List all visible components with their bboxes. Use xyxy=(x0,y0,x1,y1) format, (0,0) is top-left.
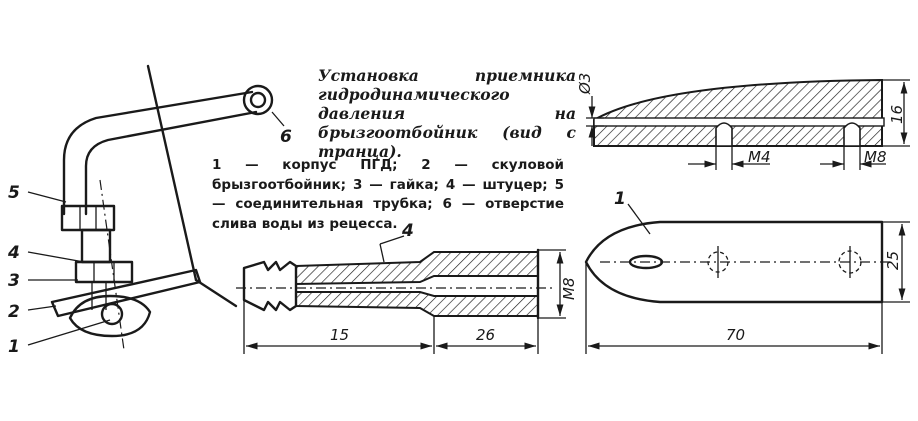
body-length-dim: 70 xyxy=(726,326,745,344)
body-plan-slot xyxy=(628,254,664,270)
hole-diameter-dim: Ø3 xyxy=(576,73,594,95)
body-section: Ø3 16 M4 M8 xyxy=(576,73,910,170)
thread-m4-dim: M4 xyxy=(748,148,771,166)
fitting-thread-dim: M8 xyxy=(560,278,578,301)
callout-2: 2 xyxy=(8,302,20,322)
fitting-section: M8 15 26 4 xyxy=(236,221,578,354)
fitting-len-right-dim: 26 xyxy=(476,326,495,344)
pgd-body xyxy=(68,294,152,338)
body-channel xyxy=(593,117,885,127)
figure-legend: 1 — корпус ПГД; 2 — скуловой брызгоотбой… xyxy=(212,157,564,232)
figure-title: Установка приемника гидродинамического д… xyxy=(318,66,576,161)
body-width-dim: 25 xyxy=(884,251,902,270)
fitting-stem xyxy=(80,228,112,264)
callout-1: 1 xyxy=(8,337,20,357)
axis-line xyxy=(99,179,125,351)
callout-3: 3 xyxy=(8,271,20,291)
body-section-shape xyxy=(593,78,883,147)
fitting-wall-bottom xyxy=(295,291,539,317)
callout-4: 4 xyxy=(7,243,20,263)
transom-line xyxy=(146,64,198,282)
thread-m8-dim: M8 xyxy=(864,148,887,166)
body-plan-callout: 1 xyxy=(614,189,626,209)
drain-hole-inner xyxy=(249,91,267,109)
fitting-callout: 4 xyxy=(401,221,414,241)
body-hole-m4 xyxy=(715,122,733,147)
pgd-port xyxy=(100,302,124,326)
body-height-dim: 16 xyxy=(888,105,906,124)
fitting-barbs xyxy=(242,260,298,312)
hull-bottom-line xyxy=(194,278,238,308)
callout-6: 6 xyxy=(280,127,292,147)
body-hole-m8 xyxy=(843,122,861,147)
fitting-wall-top xyxy=(295,251,539,286)
connecting-tube-inner xyxy=(84,110,258,216)
spray-rail-plate xyxy=(50,268,202,318)
installation-view: 5 4 3 2 1 6 xyxy=(7,64,292,357)
drain-hole-outer xyxy=(242,84,274,116)
connecting-tube-outer xyxy=(62,90,254,216)
body-plan: 1 25 70 xyxy=(584,189,910,354)
fitting-len-left-dim: 15 xyxy=(330,326,349,344)
callout-5: 5 xyxy=(8,183,20,203)
lower-nut xyxy=(74,260,134,284)
